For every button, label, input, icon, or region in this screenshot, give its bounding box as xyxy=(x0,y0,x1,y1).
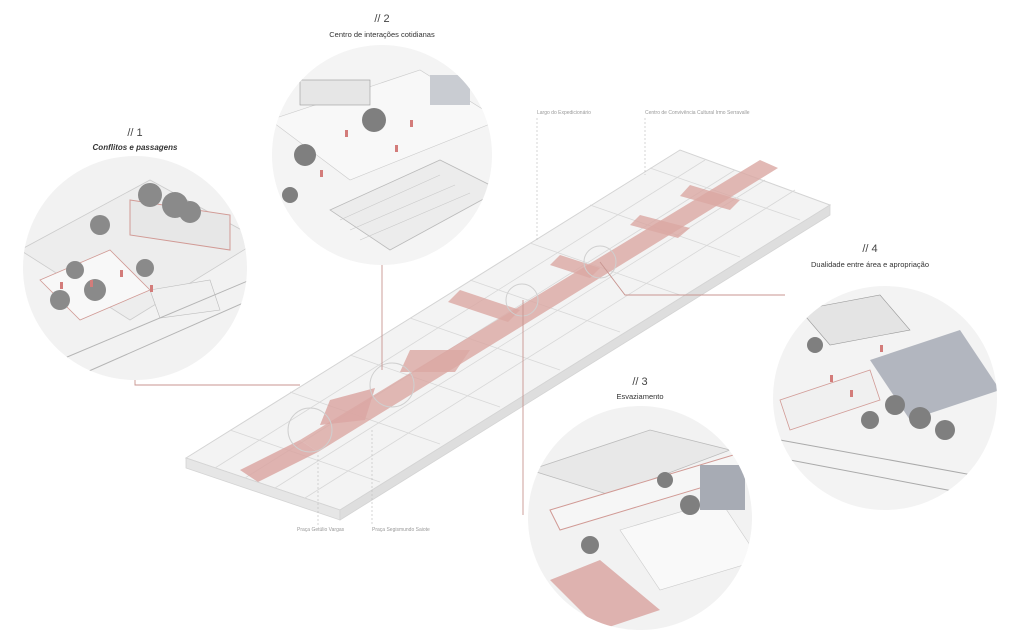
place-label-praca-getulio: Praça Getúlio Vargas xyxy=(297,527,345,533)
callout-2-title: Centro de interações cotidianas xyxy=(329,30,435,39)
place-leader-lines xyxy=(317,118,646,525)
callout-1-number: // 1 xyxy=(127,127,143,139)
callout-3-number: // 3 xyxy=(632,376,648,388)
place-label-praca-segismundo: Praça Segismundo Saiote xyxy=(372,527,430,533)
callout-2-number: // 2 xyxy=(374,13,390,25)
detail-circle-2 xyxy=(272,45,492,265)
detail-circle-1 xyxy=(23,156,247,380)
place-label-centro: Centro de Convivência Cultural Irmo Serr… xyxy=(645,110,750,116)
detail-circle-4 xyxy=(773,286,997,510)
street-block-model xyxy=(184,149,832,521)
place-label-largo: Largo do Expedicionário xyxy=(537,110,591,116)
callout-4-number: // 4 xyxy=(862,243,878,255)
callout-1-title: Conflitos e passagens xyxy=(92,143,178,152)
callout-3-title: Esvaziamento xyxy=(616,392,664,401)
leader-lines xyxy=(134,261,785,515)
detail-circle-3 xyxy=(528,406,752,630)
callout-4-title: Dualidade entre área e apropriação xyxy=(811,260,929,269)
